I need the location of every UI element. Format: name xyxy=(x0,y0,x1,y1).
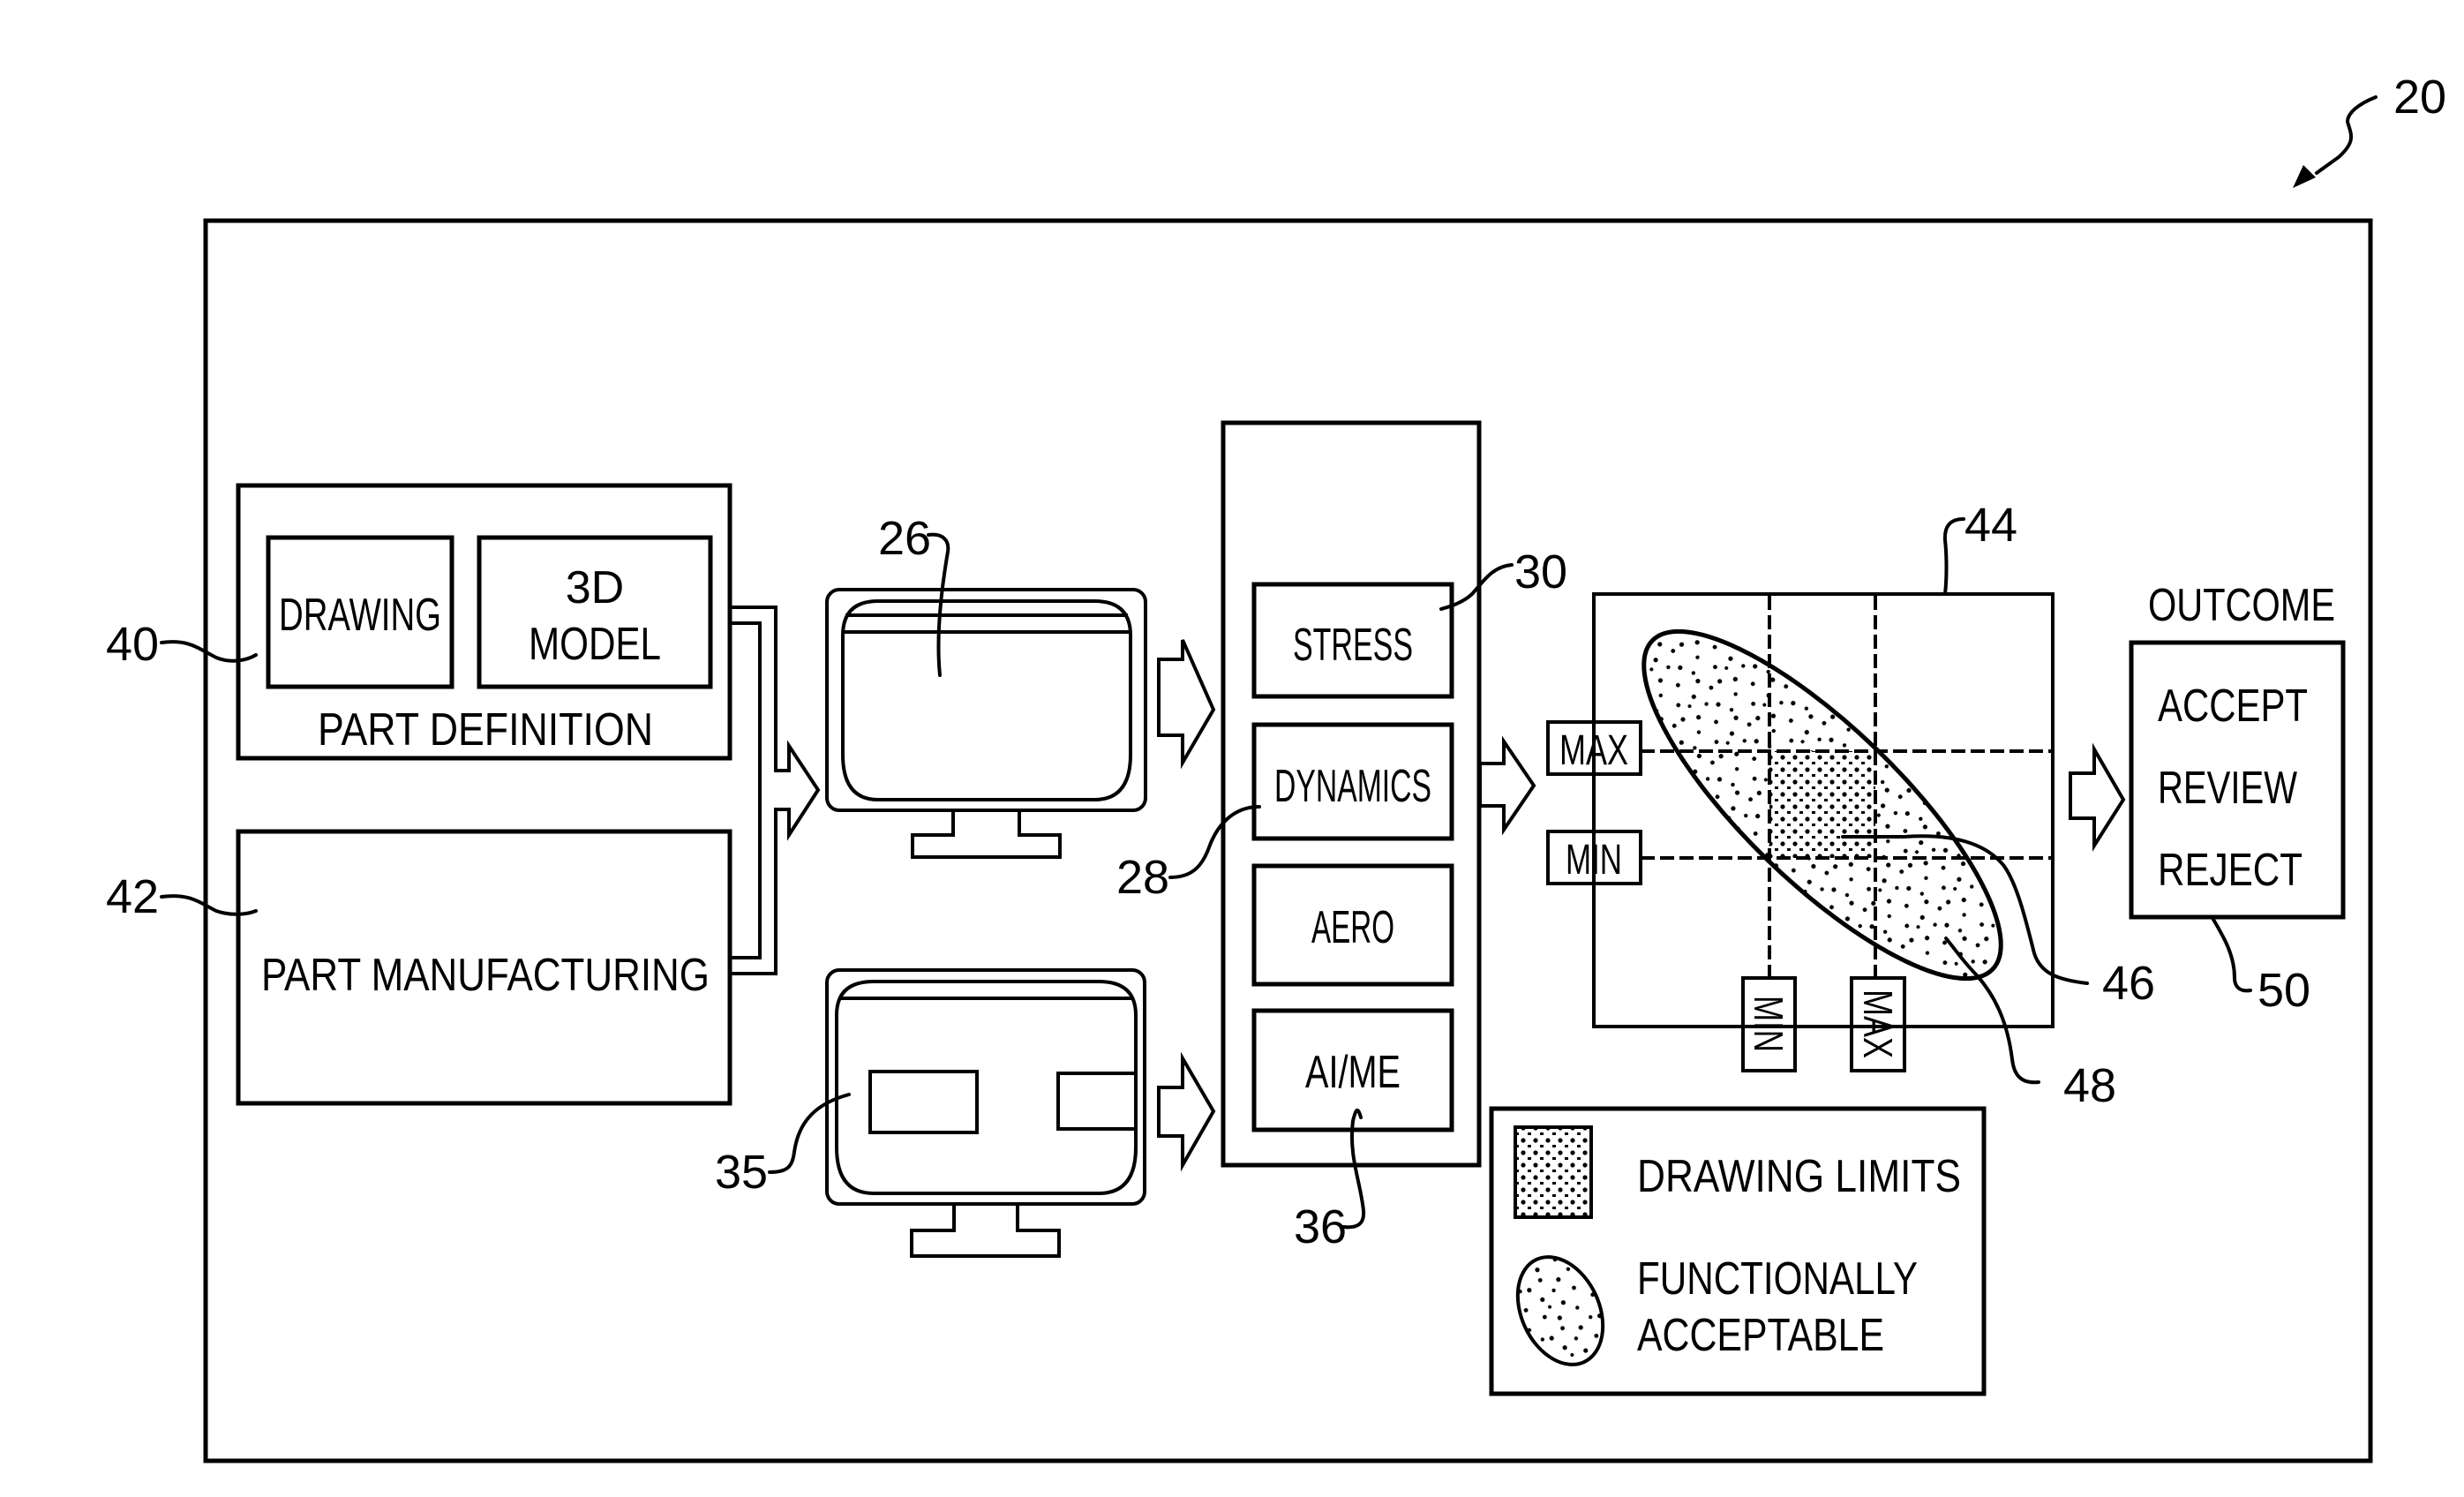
leader-40 xyxy=(160,640,258,663)
drawing-box xyxy=(266,535,454,689)
part-definition-title: PART DEFINITION xyxy=(318,704,653,756)
leader-30 xyxy=(1439,563,1514,611)
arrow-right-icon xyxy=(2069,742,2126,852)
ref-28: 28 xyxy=(1116,851,1169,904)
figure-ref-number: 20 xyxy=(2393,71,2446,124)
ref-50: 50 xyxy=(2257,964,2310,1017)
part-definition-block: DRAWING 3D MODEL PART DEFINITION xyxy=(236,483,732,761)
model-label: MODEL xyxy=(529,619,661,670)
legend-drawing-limits: DRAWING LIMITS xyxy=(1637,1151,1961,1202)
functionally-acceptable-swatch xyxy=(1515,1255,1605,1366)
ref-26: 26 xyxy=(878,512,931,565)
y-min-label: MIN xyxy=(1566,837,1622,884)
legend: DRAWING LIMITS FUNCTIONALLY ACCEPTABLE xyxy=(1489,1106,1987,1396)
arrow-right-icon xyxy=(1157,1051,1216,1172)
part-manufacturing-block: PART MANUFACTURING xyxy=(236,829,732,1106)
drawing-label: DRAWING xyxy=(279,590,441,641)
drawing-limits-region xyxy=(1769,751,1875,858)
ref-30: 30 xyxy=(1514,545,1567,598)
x-min-label-box xyxy=(1741,976,1797,1072)
monitor-icon xyxy=(825,588,1147,812)
monitor-35 xyxy=(825,968,1146,1258)
monitor-26 xyxy=(825,588,1147,859)
ref-42: 42 xyxy=(106,870,159,923)
x-min-label: MIN xyxy=(1746,996,1792,1052)
ref-36: 36 xyxy=(1294,1200,1347,1253)
aero-label: AERO xyxy=(1311,902,1394,953)
y-max-label: MAX xyxy=(1559,727,1628,774)
3d-label: 3D xyxy=(566,562,624,613)
part-manufacturing-title: PART MANUFACTURING xyxy=(261,950,710,1001)
legend-acceptable: ACCEPTABLE xyxy=(1637,1310,1884,1361)
monitor-icon xyxy=(825,968,1146,1206)
outcome-block: ACCEPT REVIEW REJECT xyxy=(2129,640,2346,920)
y-max-label-box xyxy=(1546,720,1642,776)
dynamics-box xyxy=(1251,722,1454,841)
leader-36 xyxy=(1341,1108,1366,1230)
outcome-accept: ACCEPT xyxy=(2158,681,2308,732)
tolerance-plot: MAX MIN MIN MAX xyxy=(1546,592,2055,1072)
ref-46: 46 xyxy=(2102,957,2155,1010)
y-min-label-box xyxy=(1546,830,1642,885)
leader-28 xyxy=(1168,805,1261,879)
outcome-review: REVIEW xyxy=(2158,763,2297,814)
legend-functionally: FUNCTIONALLY xyxy=(1637,1253,1918,1305)
stress-label: STRESS xyxy=(1293,620,1413,671)
analysis-column: STRESS DYNAMICS AERO AI/ME xyxy=(1221,420,1482,1168)
x-max-label: MAX xyxy=(1855,989,1901,1058)
arrow-right-icon xyxy=(1157,639,1216,770)
leader-46 xyxy=(1841,834,2089,985)
outcome-reject: REJECT xyxy=(2158,845,2302,896)
merge-arrow-connector xyxy=(730,606,821,975)
aime-label: AI/ME xyxy=(1305,1047,1401,1098)
drawing-limits-swatch xyxy=(1514,1125,1593,1219)
ref-44: 44 xyxy=(1964,499,2017,552)
aero-box xyxy=(1251,863,1454,987)
leader-50 xyxy=(2211,916,2252,993)
ref-48: 48 xyxy=(2063,1059,2116,1112)
x-max-label-box xyxy=(1850,976,1906,1072)
ref-40: 40 xyxy=(106,618,159,671)
leader-35 xyxy=(768,1093,851,1174)
arrowhead-icon xyxy=(2293,165,2316,188)
figure-ref-leader xyxy=(2315,95,2378,175)
leader-26 xyxy=(927,532,950,677)
leader-44 xyxy=(1942,517,1965,596)
stress-box xyxy=(1251,582,1454,699)
dynamics-label: DYNAMICS xyxy=(1274,761,1431,812)
leader-42 xyxy=(160,894,258,916)
ref-35: 35 xyxy=(715,1146,768,1199)
outcome-title: OUTCOME xyxy=(2148,580,2335,631)
leader-48 xyxy=(1944,937,2040,1085)
arrow-right-icon xyxy=(1478,735,1536,836)
3d-model-box xyxy=(477,535,713,689)
